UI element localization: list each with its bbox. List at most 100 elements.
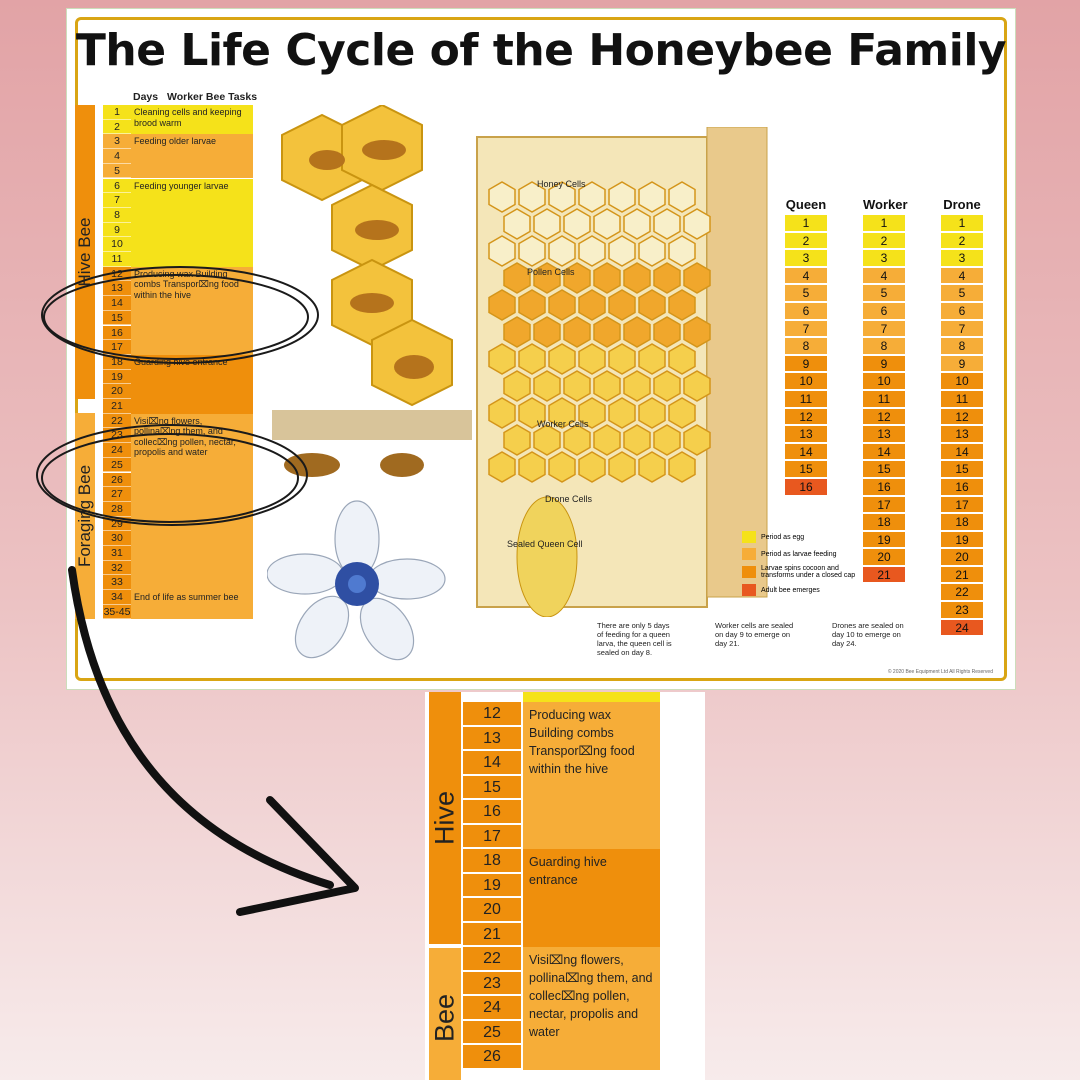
- day-number: 24: [103, 443, 131, 458]
- hive-cell: [533, 208, 561, 240]
- day-row: 22: [103, 413, 131, 429]
- caste-day-cell: 9: [785, 355, 827, 374]
- caste-day-cell: 15: [941, 461, 983, 479]
- hive-cell: [608, 181, 636, 213]
- hive-cell: [518, 235, 546, 267]
- hive-cell: [503, 262, 531, 294]
- circle-annotation-foraging-2: [41, 433, 299, 523]
- worker-task: Cleaning cells and keeping brood warm: [131, 105, 253, 135]
- zoom-day: 12: [463, 702, 521, 727]
- day-number: 13: [103, 281, 131, 297]
- day-number: 35-45: [103, 604, 131, 620]
- caste-name: Worker: [863, 197, 908, 212]
- worker-task: Producing wax Building combs Transpor⌧ng…: [131, 266, 253, 355]
- hive-cell: [638, 289, 666, 321]
- day-number: 21: [103, 399, 131, 414]
- day-row: 15: [103, 310, 131, 326]
- worker-task: Guarding hive entrance: [131, 354, 253, 414]
- zoom-day: 13: [463, 726, 521, 751]
- note-queen: There are only 5 days of feeding for a q…: [597, 621, 672, 657]
- caste-day-cell: 7: [941, 320, 983, 339]
- hive-cell: [653, 424, 681, 456]
- hive-cell: [683, 424, 711, 456]
- day-row: 31: [103, 546, 131, 561]
- legend-label: Period as egg: [761, 533, 805, 541]
- day-row: 24: [103, 443, 131, 458]
- hive-cell: [668, 397, 696, 429]
- caste-day-cell: 9: [863, 355, 905, 374]
- caste-day-cell: 1: [785, 215, 827, 233]
- day-number: 4: [103, 149, 131, 164]
- caste-day-cell: 17: [941, 496, 983, 515]
- caste-day-cell: 2: [941, 232, 983, 251]
- cell-label: Pollen Cells: [527, 267, 575, 277]
- hive-cell: [623, 370, 651, 402]
- hive-cell: [548, 397, 576, 429]
- caste-day-cell: 3: [941, 250, 983, 268]
- legend-label: Larvae spins cocoon and transforms under…: [761, 565, 856, 579]
- caste-day-cell: 13: [863, 426, 905, 444]
- caste-day-cell: 3: [785, 250, 827, 268]
- day-row: 28: [103, 501, 131, 517]
- caste-name: Drone: [943, 197, 981, 212]
- caste-day-cell: 12: [785, 408, 827, 427]
- day-number: 16: [103, 325, 131, 341]
- zoom-day: 26: [463, 1045, 521, 1070]
- day-number: 26: [103, 472, 131, 488]
- hive-cell: [578, 451, 606, 483]
- hive-cell: [563, 316, 591, 348]
- caste-day-cell: 2: [785, 232, 827, 251]
- caste-day-cell: 21: [863, 566, 905, 585]
- hive-cell: [503, 424, 531, 456]
- hive-cell: [548, 451, 576, 483]
- day-row: 4: [103, 149, 131, 164]
- day-number: 14: [103, 296, 131, 311]
- hive-cell: [533, 424, 561, 456]
- hive-cell: [653, 262, 681, 294]
- zoom-day: 24: [463, 996, 521, 1021]
- caste-day-cell: 8: [863, 338, 905, 356]
- caste-day-cell: 14: [785, 443, 827, 462]
- hive-cell: [548, 343, 576, 375]
- hive-cell: [563, 424, 591, 456]
- cell-label: Worker Cells: [537, 419, 589, 429]
- day-number: 5: [103, 163, 131, 179]
- day-row: 5: [103, 163, 131, 179]
- caste-day-cell: 19: [941, 531, 983, 550]
- caste-day-cell: 4: [863, 267, 905, 286]
- hive-cell: [533, 316, 561, 348]
- zoom-task: Guarding hive entrance: [523, 849, 660, 947]
- hive-cell: [668, 181, 696, 213]
- caste-day-cell: 10: [785, 373, 827, 391]
- cell-label: Sealed Queen Cell: [507, 539, 583, 549]
- hive-cell: [548, 235, 576, 267]
- day-number: 1: [103, 105, 131, 120]
- circle-annotation-hive: [41, 266, 319, 364]
- zoom-task: Producing wax Building combs Transpor⌧ng…: [523, 702, 660, 849]
- hive-cell: [608, 451, 636, 483]
- hive-cell: [578, 343, 606, 375]
- day-number: 30: [103, 531, 131, 546]
- hive-cell: [593, 316, 621, 348]
- caste-day-cell: 15: [863, 461, 905, 479]
- caste-day-cell: 11: [941, 390, 983, 409]
- hive-cell: [578, 289, 606, 321]
- caste-day-cell: 16: [863, 478, 905, 497]
- legend-label: Period as larvae feeding: [761, 550, 837, 558]
- flower-illustration: [267, 500, 446, 661]
- caste-day-cell: 5: [941, 285, 983, 303]
- cell-label: Drone Cells: [545, 494, 593, 504]
- legend-swatch: [742, 584, 756, 596]
- caste-day-cell: 20: [941, 549, 983, 567]
- caste-day-cell: 6: [785, 302, 827, 321]
- zoom-task: Visi⌧ng flowers, pollina⌧ng them, and co…: [523, 947, 660, 1070]
- hive-cell: [653, 370, 681, 402]
- day-row: 26: [103, 472, 131, 488]
- day-row: 10: [103, 237, 131, 252]
- caste-day-cell: 20: [863, 549, 905, 567]
- day-row: 9: [103, 222, 131, 238]
- day-number: 8: [103, 207, 131, 223]
- day-row: 14: [103, 296, 131, 311]
- hive-cell: [638, 235, 666, 267]
